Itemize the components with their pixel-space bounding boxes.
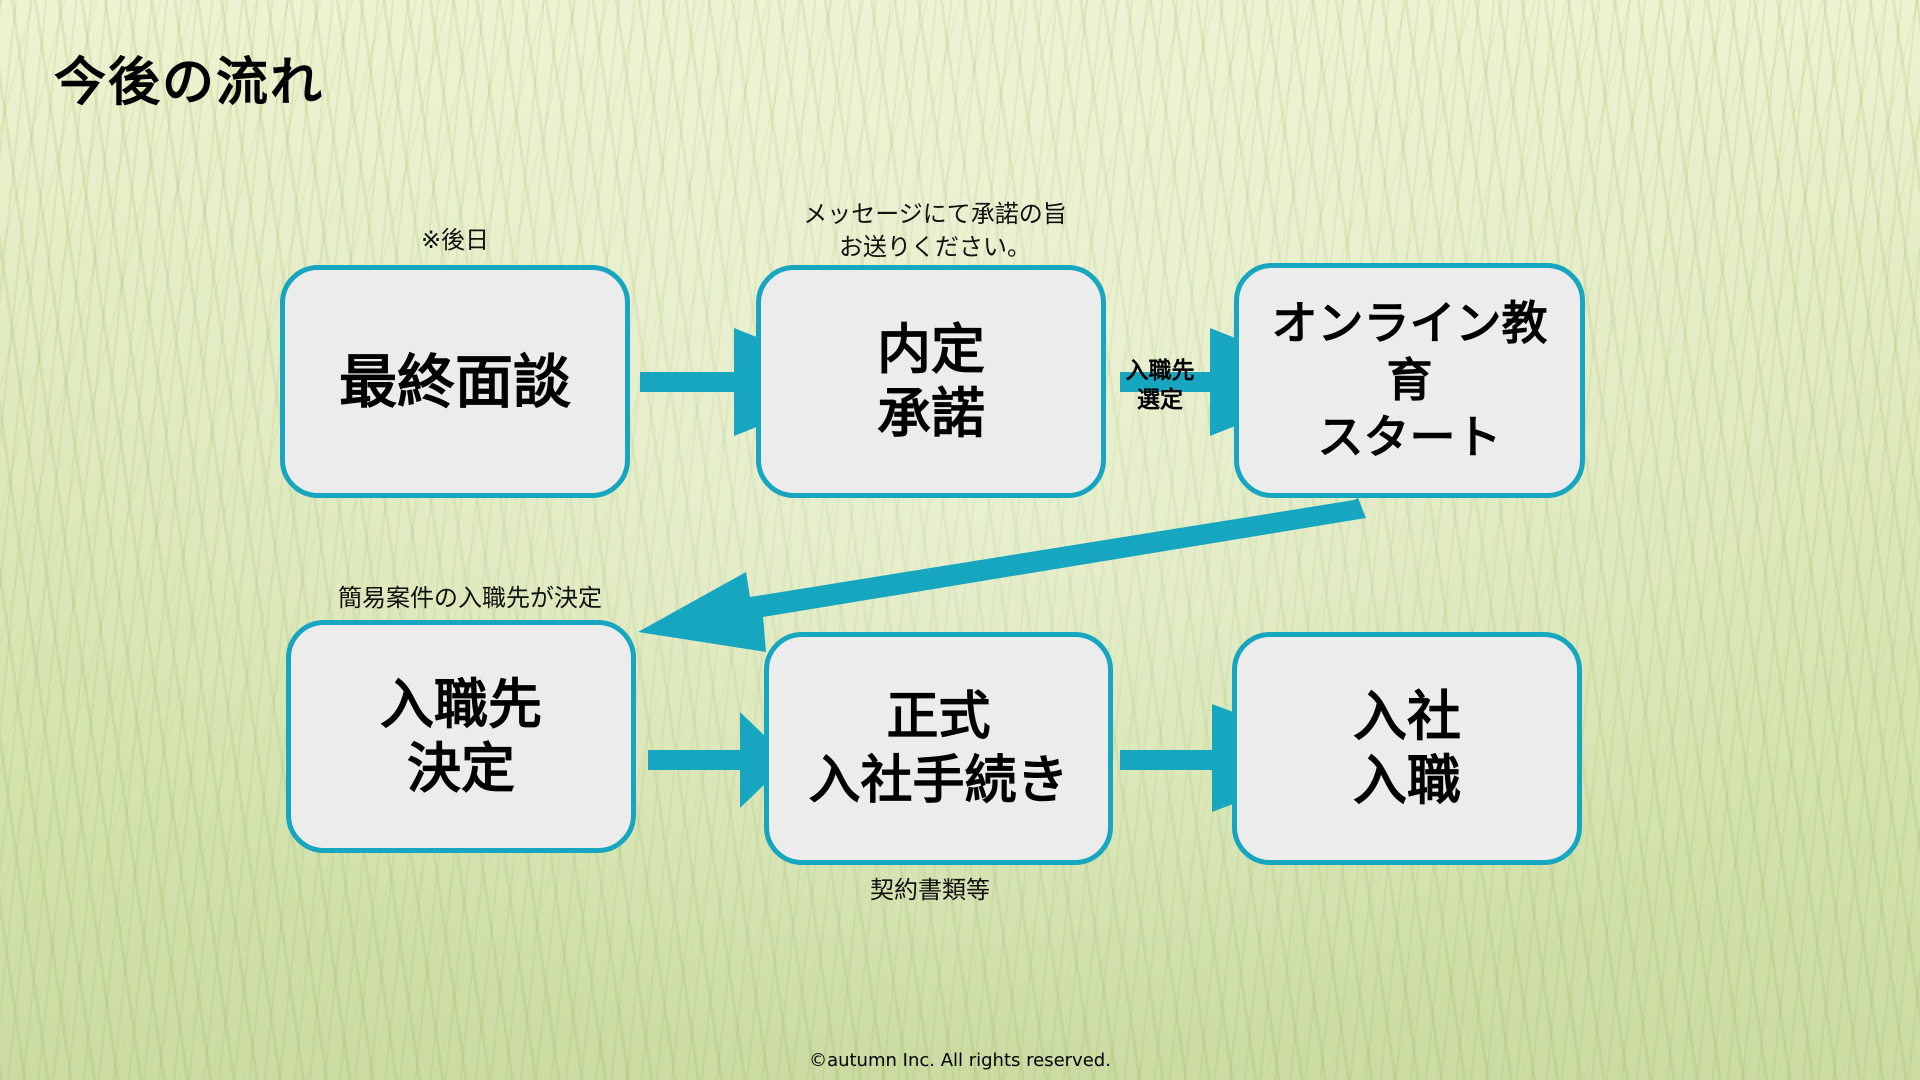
note-placement-decided: 簡易案件の入職先が決定 bbox=[338, 584, 602, 612]
note-contract-docs: 契約書類等 bbox=[870, 876, 990, 904]
arrow-education-to-placement bbox=[638, 498, 1366, 652]
step-offer-acceptance: 内定 承諾 bbox=[756, 265, 1106, 498]
arrow-offer-to-education bbox=[1120, 328, 1346, 436]
step-label: オンライン教 育 スタート bbox=[1271, 296, 1548, 464]
step-label: 正式 入社手続き bbox=[808, 686, 1069, 811]
step-placement-decision: 入職先 決定 bbox=[286, 620, 636, 853]
copyright-footer: ©autumn Inc. All rights reserved. bbox=[809, 1050, 1111, 1071]
step-label: 入職先 決定 bbox=[380, 672, 542, 800]
step-join-company: 入社 入職 bbox=[1232, 632, 1582, 865]
note-later-date: ※後日 bbox=[420, 226, 490, 254]
step-label: 入社 入職 bbox=[1353, 684, 1461, 812]
page-title: 今後の流れ bbox=[54, 53, 325, 113]
note-message-consent: メッセージにて承諾の旨 お送りください。 bbox=[803, 200, 1067, 261]
step-label: 内定 承諾 bbox=[877, 317, 985, 445]
arrow-placement-to-procedures bbox=[648, 712, 790, 808]
arrow-interview-to-offer bbox=[640, 328, 870, 436]
step-formal-procedures: 正式 入社手続き bbox=[764, 632, 1113, 865]
arrow-label-placement-selection: 入職先 選定 bbox=[1125, 358, 1195, 413]
step-label: 最終面談 bbox=[338, 347, 571, 416]
step-final-interview: 最終面談 bbox=[280, 265, 630, 498]
step-online-education: オンライン教 育 スタート bbox=[1234, 263, 1585, 498]
